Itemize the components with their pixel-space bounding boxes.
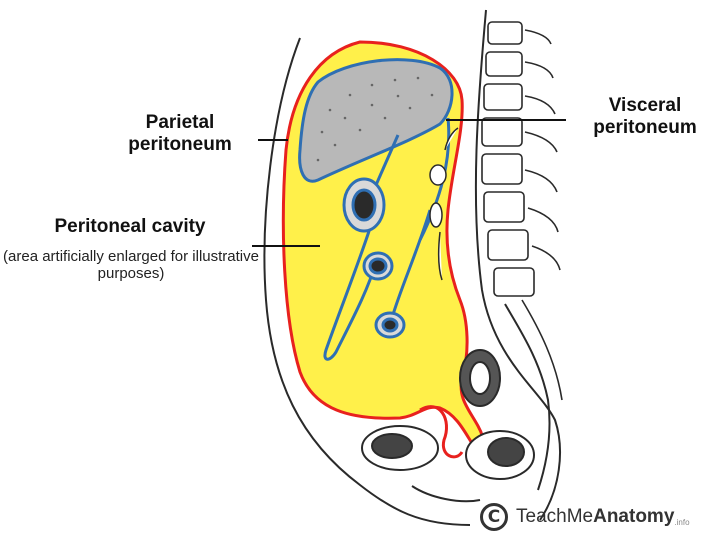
brand-bold: Anatomy	[593, 506, 675, 527]
brand-suffix: .info	[674, 517, 690, 527]
vertebral-column	[481, 21, 563, 491]
back-outline	[474, 9, 561, 521]
spinal-processes	[524, 29, 561, 271]
viscera	[342, 177, 406, 339]
liver	[298, 58, 454, 183]
label-cavity-note: (area artificially enlarged for illustra…	[3, 248, 259, 283]
copyright-icon: C	[480, 503, 508, 531]
label-visceral-peritoneum: Visceral peritoneum	[593, 95, 697, 138]
label-parietal-peritoneum: Parietal peritoneum	[128, 112, 232, 155]
brand-light: TeachMe	[516, 506, 594, 527]
pelvic-organs	[361, 349, 535, 503]
leader-lines	[252, 119, 566, 247]
label-peritoneal-cavity: Peritoneal cavity	[54, 216, 206, 237]
body-outline	[263, 37, 471, 526]
liver-texture	[316, 76, 434, 162]
retroperitoneal-structures	[429, 127, 459, 281]
